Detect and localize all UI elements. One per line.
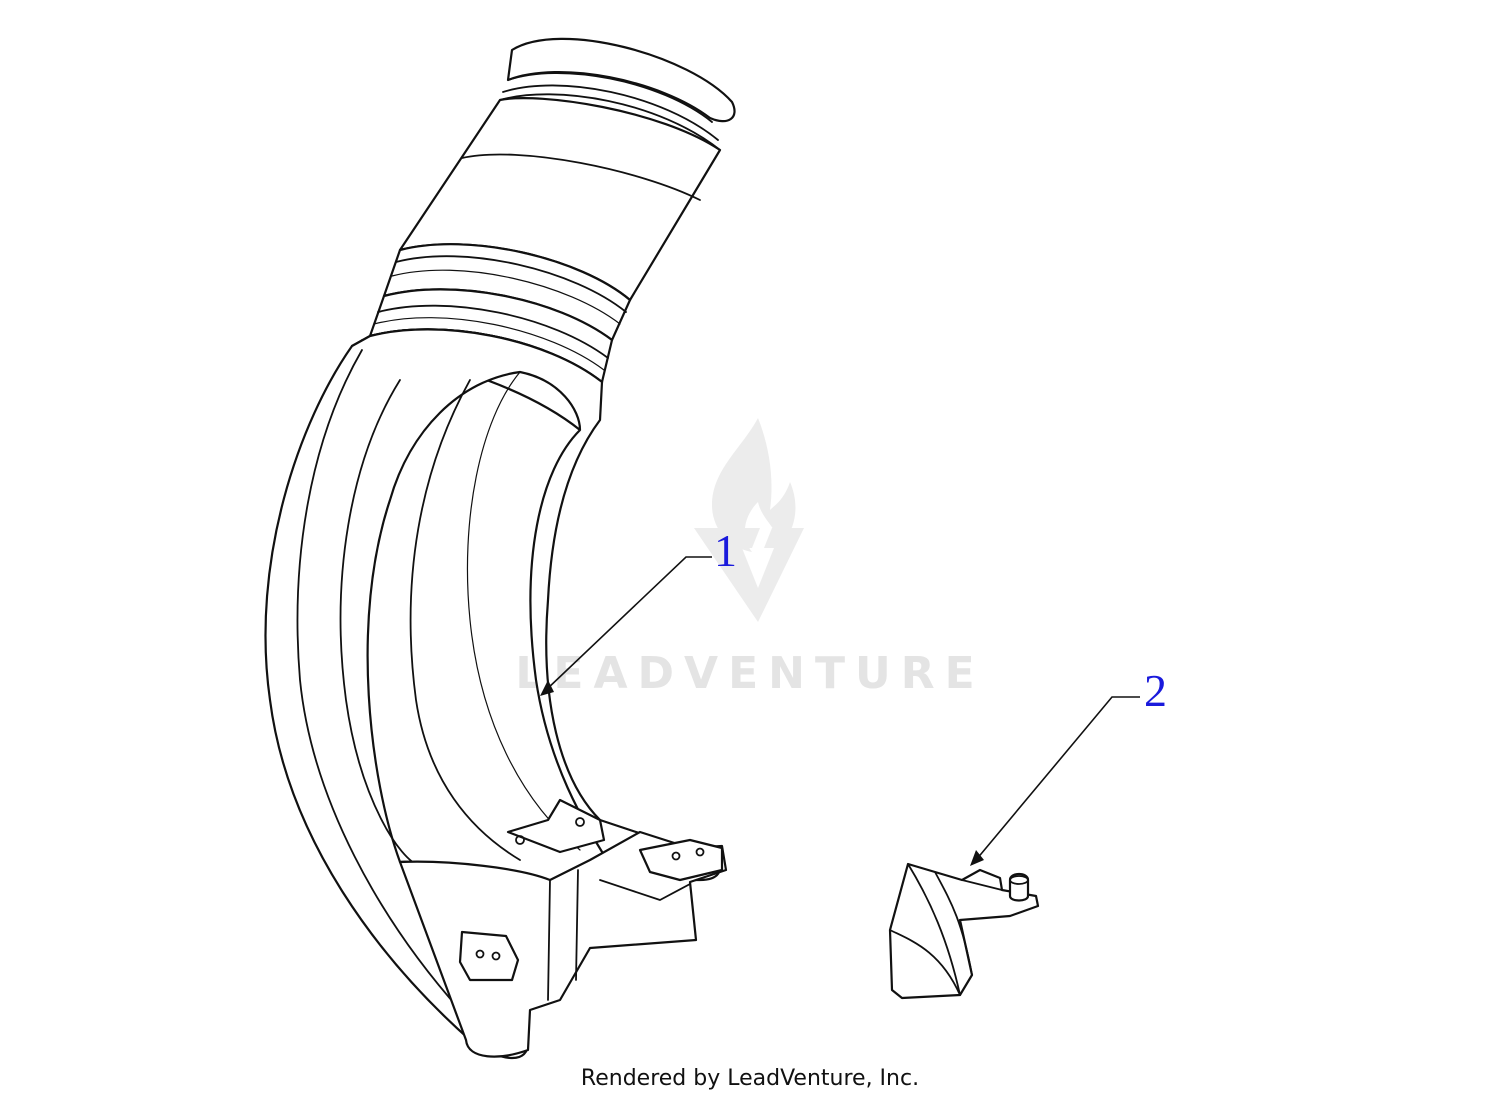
callout-2: 2	[970, 665, 1167, 866]
callout-2-arrowhead	[970, 850, 984, 866]
callout-1-leader	[545, 556, 712, 691]
footer-credit: Rendered by LeadVenture, Inc.	[580, 1066, 920, 1091]
leadventure-logo-icon	[694, 418, 804, 622]
deflector-drawing	[888, 862, 1040, 1000]
callout-1-number: 1	[714, 525, 737, 576]
chute-drawing	[264, 37, 736, 1060]
callout-2-leader	[975, 696, 1140, 861]
callout-2-number: 2	[1144, 665, 1167, 716]
watermark: LEADVENTURE	[515, 418, 984, 699]
callout-1-arrowhead	[540, 680, 554, 696]
watermark-text: LEADVENTURE	[515, 648, 984, 699]
callout-1: 1	[540, 525, 737, 696]
